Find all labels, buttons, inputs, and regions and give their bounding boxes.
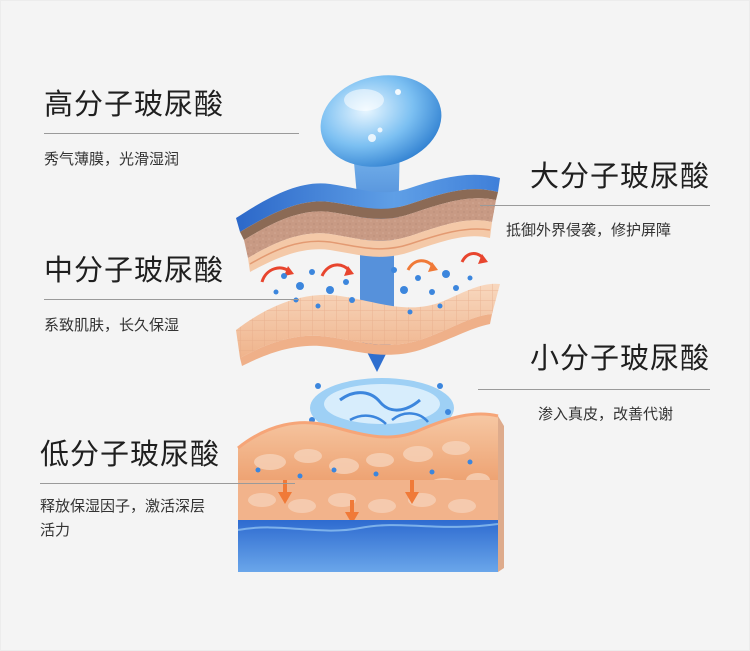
divider-line	[480, 205, 710, 206]
label-medium-molecular: 中分子玻尿酸 系致肌肤，长久保湿	[44, 256, 299, 337]
water-drop-icon	[320, 75, 442, 167]
divider-line	[44, 299, 299, 300]
label-description: 抵御外界侵袭，修护屏障	[506, 221, 672, 239]
label-description: 渗入真皮，改善代谢	[538, 405, 674, 423]
label-title: 高分子玻尿酸	[44, 87, 225, 121]
label-low-molecular: 低分子玻尿酸 释放保湿因子，激活深层活力	[40, 440, 295, 542]
skin-block	[238, 413, 498, 480]
label-description: 释放保湿因子，激活深层活力	[40, 497, 206, 539]
label-title: 低分子玻尿酸	[40, 437, 221, 471]
divider-line	[40, 483, 295, 484]
label-description: 系致肌肤，长久保湿	[44, 316, 180, 334]
divider-line	[478, 389, 710, 390]
label-title: 中分子玻尿酸	[44, 253, 225, 287]
label-title: 小分子玻尿酸	[529, 341, 710, 375]
skin-block-side	[498, 416, 504, 572]
down-arrow-icon	[278, 480, 419, 524]
divider-line	[44, 133, 299, 134]
label-large-molecular: 大分子玻尿酸 抵御外界侵袭，修护屏障	[480, 162, 710, 242]
label-title: 大分子玻尿酸	[529, 159, 710, 193]
label-high-molecular: 高分子玻尿酸 秀气薄膜，光滑湿润	[44, 90, 299, 171]
molecule-dots	[273, 267, 473, 315]
film-layer	[236, 174, 500, 232]
label-description: 秀气薄膜，光滑湿润	[44, 150, 180, 168]
label-small-molecular: 小分子玻尿酸 渗入真皮，改善代谢	[478, 344, 710, 426]
